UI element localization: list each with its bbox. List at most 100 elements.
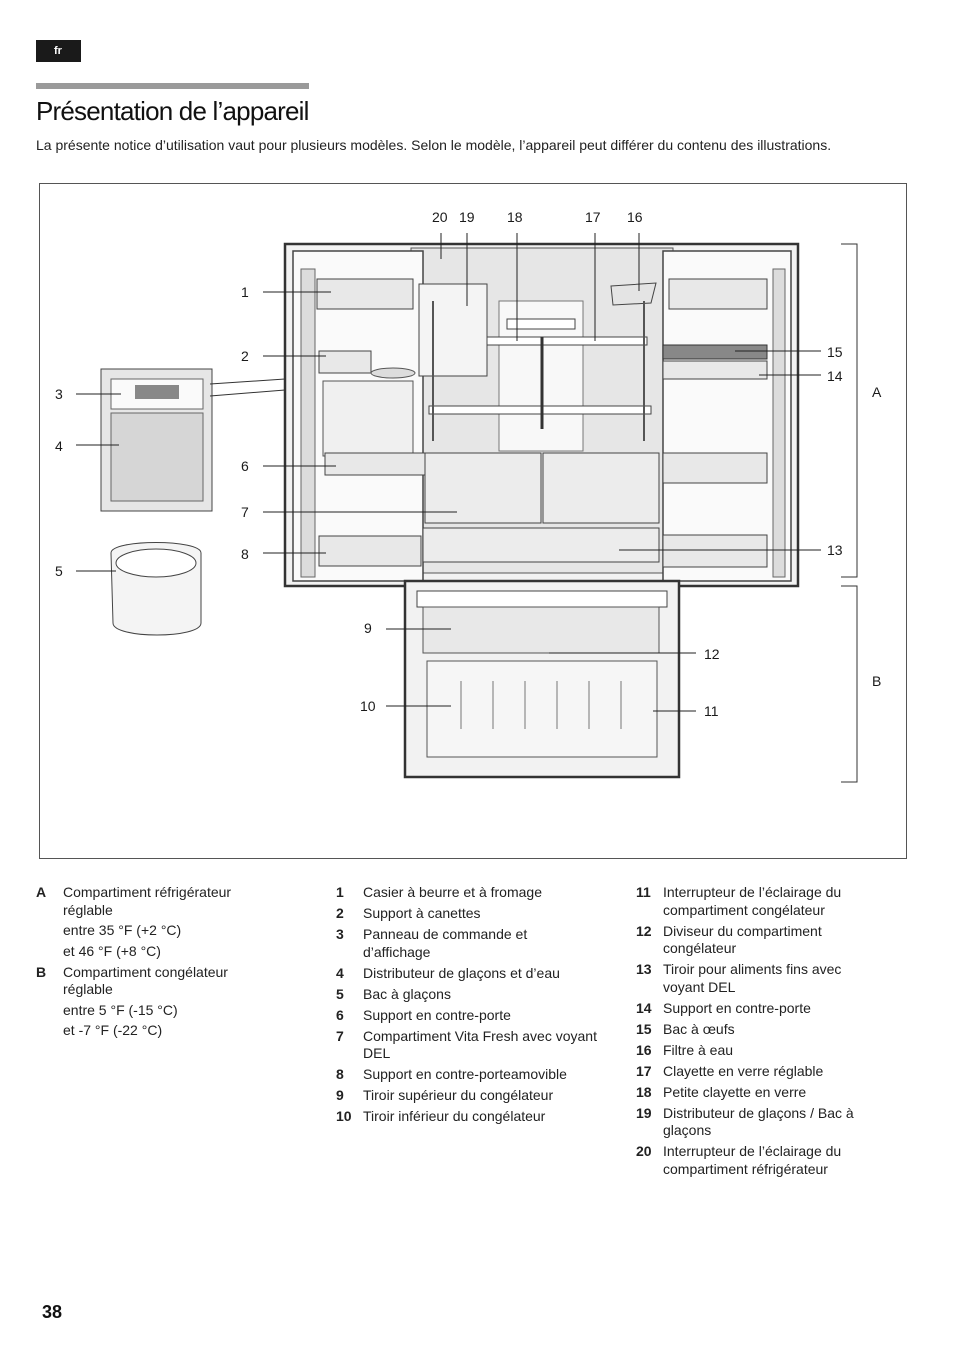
legend-key: B bbox=[36, 963, 47, 980]
legend-key: 2 bbox=[336, 905, 344, 921]
legend-key: 13 bbox=[636, 961, 652, 977]
legend-item: 17 Clayette en verre réglable bbox=[636, 1063, 886, 1081]
legend-item: 7 Compartiment Vita Fresh avec voyant DEL bbox=[336, 1028, 598, 1063]
callout-15: 15 bbox=[827, 344, 843, 360]
legend-item: 12 Diviseur du compartiment congélateur bbox=[636, 923, 886, 958]
legend-text: Compartiment congélateur réglable bbox=[63, 963, 228, 998]
legend-text: Compartiment Vita Fresh avec voyant DEL bbox=[363, 1027, 597, 1062]
legend-key: 9 bbox=[336, 1087, 344, 1103]
legend-text: et -7 °F (-22 °C) bbox=[63, 1022, 163, 1038]
legend-key: 18 bbox=[636, 1083, 652, 1100]
legend-key: A bbox=[36, 884, 47, 900]
legend-text: Bac à œufs bbox=[663, 1020, 735, 1037]
page-number: 38 bbox=[42, 1302, 63, 1322]
legend-key: 5 bbox=[336, 985, 344, 1002]
legend-item: 5 Bac à glaçons bbox=[336, 986, 598, 1004]
zones-legend: A Compartiment réfrigérateur réglable en… bbox=[36, 884, 268, 1043]
legend-item: 18 Petite clayette en verre bbox=[636, 1084, 886, 1102]
legend-text: Distributeur de glaçons / Bac à glaçons bbox=[663, 1104, 854, 1139]
legend-item: 1 Casier à beurre et à fromage bbox=[336, 884, 598, 902]
callout-16: 16 bbox=[627, 209, 643, 225]
callout-5: 5 bbox=[55, 563, 63, 579]
legend-text: Support en contre-porteamovible bbox=[363, 1066, 567, 1082]
legend-text: Compartiment réfrigérateur réglable bbox=[63, 884, 232, 918]
callout-1: 1 bbox=[241, 284, 249, 300]
callout-6: 6 bbox=[241, 458, 249, 474]
legend-item: B Compartiment congélateur réglable entr… bbox=[36, 964, 268, 1040]
callout-3: 3 bbox=[55, 386, 63, 402]
language-tab: fr bbox=[36, 40, 81, 62]
legend-item: 20 Interrupteur de l’éclairage du compart… bbox=[636, 1143, 886, 1178]
legend-key: 8 bbox=[336, 1066, 344, 1082]
page-title: Présentation de l’appareil bbox=[36, 96, 309, 126]
legend-item: 19 Distributeur de glaçons / Bac à glaçon… bbox=[636, 1105, 886, 1140]
legend-key: 6 bbox=[336, 1006, 344, 1023]
fridge-illustration bbox=[76, 233, 858, 783]
legend-text: Interrupteur de l’éclairage du compartim… bbox=[663, 1143, 842, 1177]
legend-key: 12 bbox=[636, 922, 652, 939]
callout-10: 10 bbox=[360, 698, 376, 714]
callout-9: 9 bbox=[364, 620, 372, 636]
legend-item: 14 Support en contre-porte bbox=[636, 1000, 886, 1018]
callout-2: 2 bbox=[241, 348, 249, 364]
legend-item: 3 Panneau de commande et d’affichage bbox=[336, 926, 598, 961]
legend-key: 15 bbox=[636, 1020, 652, 1037]
legend-item: 11 Interrupteur de l’éclairage du compart… bbox=[636, 884, 886, 919]
legend-item: A Compartiment réfrigérateur réglable en… bbox=[36, 884, 268, 960]
legend-text: et 46 °F (+8 °C) bbox=[63, 942, 161, 959]
legend-text: Tiroir inférieur du congélateur bbox=[363, 1108, 546, 1124]
legend-key: 19 bbox=[636, 1104, 652, 1121]
legend-item: 2 Support à canettes bbox=[336, 905, 598, 923]
legend-text: Petite clayette en verre bbox=[663, 1083, 807, 1100]
legend-key: 1 bbox=[336, 884, 344, 900]
legend-key: 10 bbox=[336, 1108, 352, 1124]
callout-14: 14 bbox=[827, 368, 843, 384]
legend-key: 20 bbox=[636, 1143, 652, 1159]
legend-text: Support à canettes bbox=[363, 905, 481, 921]
legend-text: Diviseur du compartiment congélateur bbox=[663, 922, 822, 957]
callout-20: 20 bbox=[432, 209, 448, 225]
appliance-figure: 1 2 3 4 5 6 7 8 9 10 11 12 13 14 15 16 1… bbox=[39, 183, 907, 859]
callout-17: 17 bbox=[585, 209, 601, 225]
intro-text: La présente notice d’utilisation vaut po… bbox=[36, 137, 832, 153]
callout-13: 13 bbox=[827, 542, 843, 558]
legend-text: entre 35 °F (+2 °C) bbox=[63, 922, 182, 938]
legend-text: Clayette en verre réglable bbox=[663, 1062, 824, 1079]
legend-text: Filtre à eau bbox=[663, 1041, 734, 1058]
legend-key: 14 bbox=[636, 999, 652, 1016]
legend-key: 3 bbox=[336, 926, 344, 942]
legend-item: 8 Support en contre-porteamovible bbox=[336, 1066, 598, 1084]
legend-key: 11 bbox=[636, 884, 651, 900]
callout-12: 12 bbox=[704, 646, 720, 662]
legend-key: 17 bbox=[636, 1062, 652, 1079]
callout-7: 7 bbox=[241, 504, 249, 520]
legend-item: 13 Tiroir pour aliments fins avec voyant … bbox=[636, 961, 886, 996]
legend-text: Bac à glaçons bbox=[363, 985, 451, 1002]
callout-19: 19 bbox=[459, 209, 475, 225]
callout-18: 18 bbox=[507, 209, 523, 225]
legend-item: 6 Support en contre-porte bbox=[336, 1007, 598, 1025]
legend-item: 15 Bac à œufs bbox=[636, 1021, 886, 1039]
callout-11: 11 bbox=[704, 703, 719, 719]
callout-4: 4 bbox=[55, 438, 63, 454]
legend-key: 4 bbox=[336, 964, 344, 981]
legend-text: Support en contre-porte bbox=[363, 1006, 511, 1023]
callout-zone-b: B bbox=[872, 673, 882, 689]
legend-key: 7 bbox=[336, 1027, 344, 1044]
legend-text: Tiroir supérieur du congélateur bbox=[363, 1087, 554, 1103]
legend-text: Interrupteur de l’éclairage du compartim… bbox=[663, 884, 842, 918]
parts-legend-1: 1 Casier à beurre et à fromage 2 Support à… bbox=[336, 884, 598, 1129]
legend-text: Distributeur de glaçons et d’eau bbox=[363, 964, 560, 981]
legend-text: Panneau de commande et d’affichage bbox=[363, 926, 528, 960]
legend-item: 9 Tiroir supérieur du congélateur bbox=[336, 1087, 598, 1105]
legend-text: Support en contre-porte bbox=[663, 999, 811, 1016]
legend-text: Tiroir pour aliments fins avec voyant DE… bbox=[663, 961, 842, 995]
legend-item: 16 Filtre à eau bbox=[636, 1042, 886, 1060]
legend-key: 16 bbox=[636, 1041, 652, 1058]
section-rule bbox=[36, 83, 309, 89]
legend-item: 4 Distributeur de glaçons et d’eau bbox=[336, 965, 598, 983]
callout-8: 8 bbox=[241, 546, 249, 562]
legend-text: entre 5 °F (-15 °C) bbox=[63, 1001, 178, 1018]
legend-text: Casier à beurre et à fromage bbox=[363, 884, 542, 900]
